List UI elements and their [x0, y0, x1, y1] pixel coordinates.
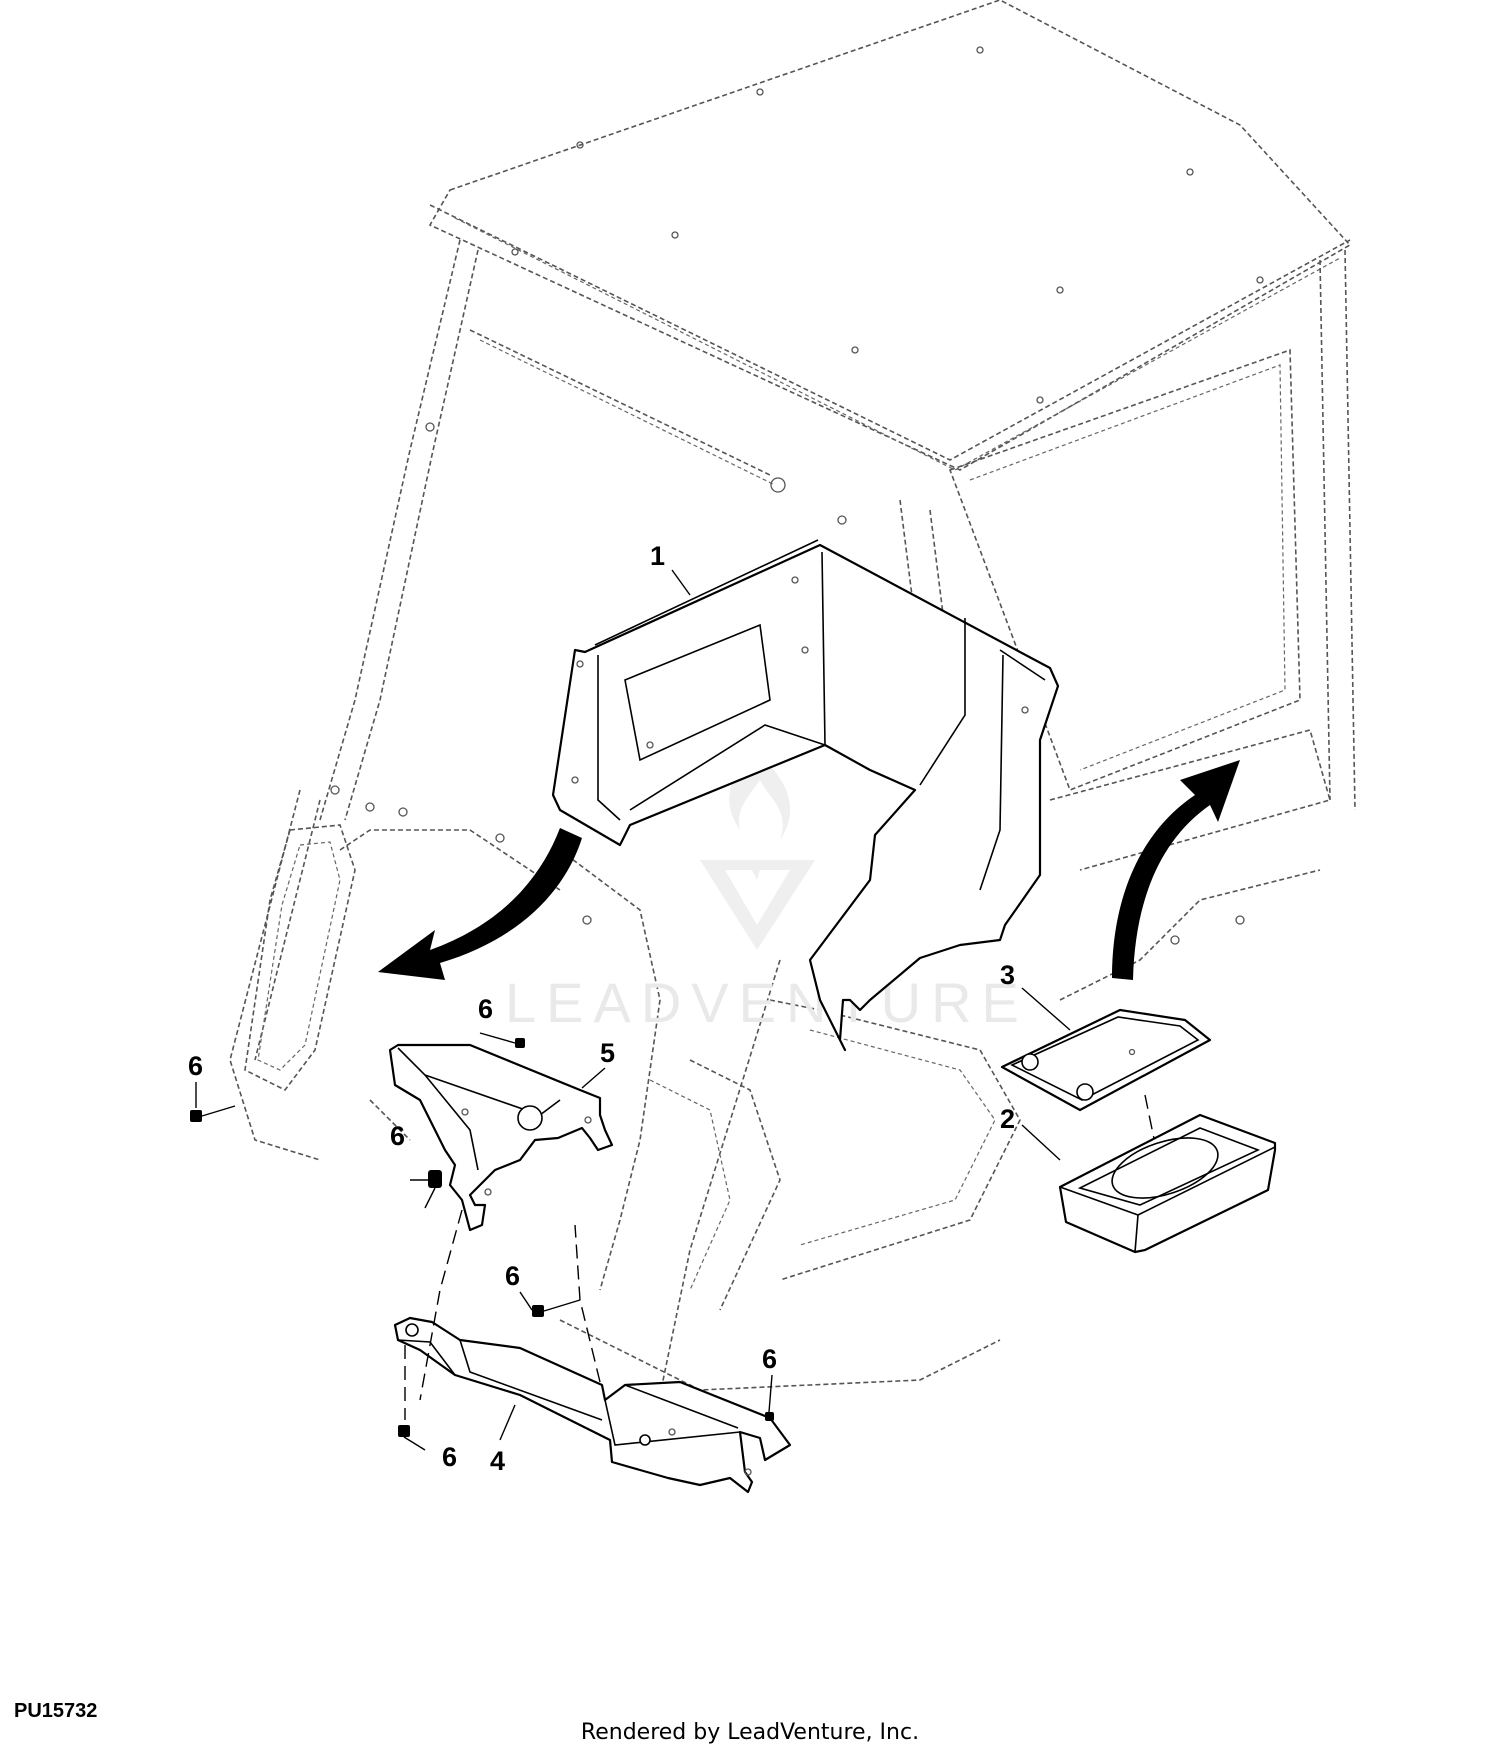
watermark-text: LEADVENTURE — [505, 971, 1029, 1034]
callout-6: 6 — [478, 994, 493, 1024]
flame-v-logo-icon — [700, 748, 815, 950]
watermark: LEADVENTURE — [505, 748, 1029, 1034]
assembly-leader-5-to-4 — [419, 1209, 463, 1401]
part-4-support-bar — [393, 1316, 792, 1494]
callout-6: 6 — [442, 1442, 457, 1472]
bolt-icon — [765, 1374, 774, 1421]
leader-3-to-2 — [1144, 1094, 1161, 1169]
part-3-cover-plate — [1000, 1008, 1212, 1112]
callout-2: 2 — [1000, 1104, 1015, 1134]
figure-id: PU15732 — [14, 1700, 98, 1722]
callout-6: 6 — [505, 1261, 520, 1291]
fasteners — [190, 1032, 774, 1451]
callout-5: 5 — [600, 1038, 615, 1068]
callout-1: 1 — [650, 541, 665, 571]
callout-leaders — [195, 569, 1071, 1441]
bolt-icon — [190, 1105, 236, 1122]
part-1-interior-panel — [551, 539, 1060, 1052]
bolt-icon — [398, 1425, 426, 1451]
callout-6: 6 — [188, 1051, 203, 1081]
bolt-icon — [532, 1299, 581, 1317]
part-2-speaker-box — [1058, 1113, 1277, 1254]
callout-6: 6 — [762, 1344, 777, 1374]
callout-4: 4 — [490, 1446, 505, 1476]
callout-3: 3 — [1000, 960, 1015, 990]
callout-6: 6 — [390, 1121, 405, 1151]
bolt-icon — [424, 1170, 442, 1209]
assembly-leader-4-to-frame — [574, 1224, 601, 1383]
credit-line: Rendered by LeadVenture, Inc. — [580, 1720, 920, 1745]
bolt-icon — [479, 1032, 525, 1048]
curved-arrow-icon — [1112, 760, 1240, 980]
callout-labels: 1 2 3 4 5 6 6 6 6 6 6 — [188, 541, 1015, 1476]
curved-arrow-icon — [378, 828, 582, 980]
part-5-bracket — [388, 1043, 614, 1232]
